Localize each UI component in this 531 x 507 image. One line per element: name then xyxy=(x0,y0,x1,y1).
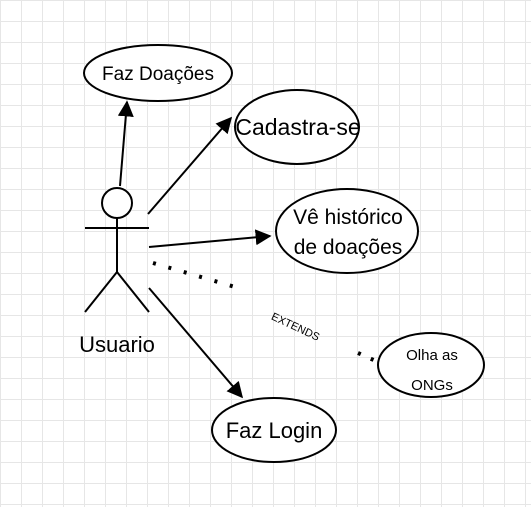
use-case-ve-historico-ellipse xyxy=(275,188,419,274)
association-ve-historico xyxy=(148,229,272,248)
use-case-faz-login-ellipse xyxy=(211,397,337,463)
use-case-faz-login[interactable]: Faz Login xyxy=(211,397,337,463)
actor-usuario[interactable]: Usuario xyxy=(79,187,155,357)
actor-label: Usuario xyxy=(79,332,155,357)
use-case-cadastra-se-label: Cadastra-se xyxy=(235,114,360,140)
actor-head xyxy=(101,187,133,219)
use-case-olha-ongs-label-line2: ONGs xyxy=(411,377,453,394)
use-case-olha-ongs-ellipse xyxy=(377,332,485,398)
association-cadastra-se xyxy=(147,116,233,215)
extends-line-lower xyxy=(357,351,379,364)
use-case-olha-ongs[interactable]: Olha as ONGs xyxy=(377,332,485,398)
use-case-olha-ongs-label-line1: Olha as xyxy=(406,347,458,364)
use-case-ve-historico[interactable]: Vê histórico de doações xyxy=(275,188,419,274)
use-case-ve-historico-label-line2: de doações xyxy=(294,236,403,259)
association-faz-doacoes xyxy=(117,100,134,187)
use-case-ve-historico-label-line1: Vê histórico xyxy=(293,206,403,229)
actor-right-leg xyxy=(116,271,150,313)
use-case-cadastra-se[interactable]: Cadastra-se xyxy=(234,89,361,165)
use-case-faz-doacoes[interactable]: Faz Doações xyxy=(83,44,233,102)
use-case-faz-login-label: Faz Login xyxy=(226,418,323,443)
extends-label: EXTENDS xyxy=(269,311,321,344)
association-faz-login xyxy=(148,287,244,399)
use-case-cadastra-se-ellipse xyxy=(234,89,360,165)
actor-left-leg xyxy=(84,271,118,313)
extends-line-upper xyxy=(152,261,243,291)
use-case-faz-doacoes-label: Faz Doações xyxy=(102,64,214,85)
use-case-faz-doacoes-ellipse xyxy=(83,44,233,102)
